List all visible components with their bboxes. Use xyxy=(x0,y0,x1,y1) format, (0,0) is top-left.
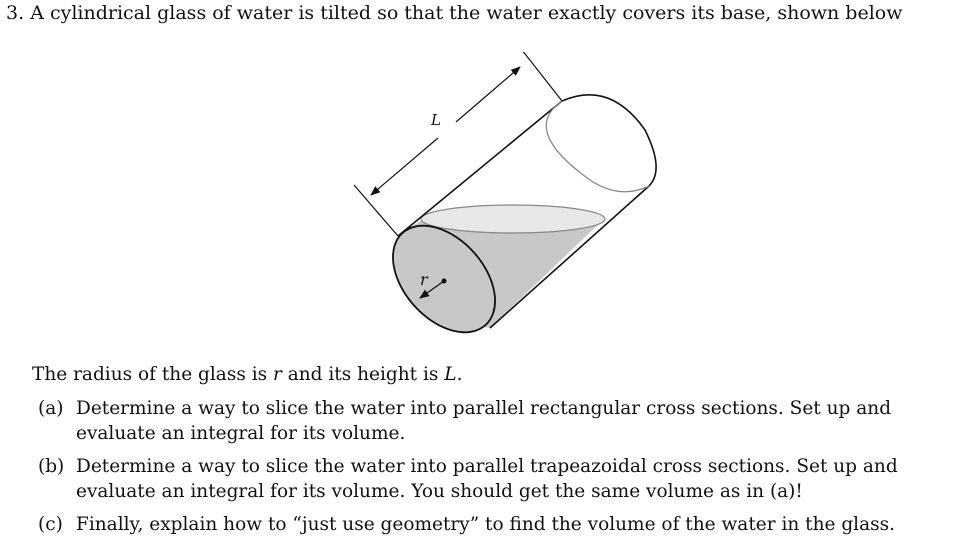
base-center-dot xyxy=(441,278,447,284)
top-opening-back xyxy=(545,100,650,193)
radius-arrow xyxy=(419,280,445,299)
length-arrow-upper xyxy=(455,66,521,123)
length-arrow-lower xyxy=(370,137,439,196)
problem-parts: (a) Determine a way to slice the water i… xyxy=(38,396,976,545)
part-a: (a) Determine a way to slice the water i… xyxy=(38,396,976,446)
r-symbol: r xyxy=(273,364,282,385)
part-a-label: (a) xyxy=(38,398,64,419)
problem-text: A cylindrical glass of water is tilted s… xyxy=(30,2,903,24)
part-b-label: (b) xyxy=(38,456,65,477)
cylinder-upper-edge xyxy=(397,100,563,237)
radius-label: r xyxy=(420,270,429,289)
water-surface xyxy=(420,204,606,234)
L-symbol: L xyxy=(444,364,457,385)
part-b: (b) Determine a way to slice the water i… xyxy=(38,454,976,504)
length-label: L xyxy=(430,111,441,129)
top-opening-front xyxy=(561,94,657,187)
part-a-text: Determine a way to slice the water into … xyxy=(76,398,892,444)
radius-height-description: The radius of the glass is r and its hei… xyxy=(32,364,463,385)
length-extension-bottom xyxy=(353,184,399,237)
problem-statement: 3. A cylindrical glass of water is tilte… xyxy=(6,2,902,24)
cylinder-lower-edge xyxy=(489,185,650,329)
length-extension-top xyxy=(522,52,563,102)
tilted-glass-figure: r L xyxy=(353,52,657,334)
part-b-text: Determine a way to slice the water into … xyxy=(76,456,898,502)
part-c-label: (c) xyxy=(38,514,63,535)
part-c-text: Finally, explain how to “just use geomet… xyxy=(76,514,895,535)
problem-number: 3. xyxy=(6,2,25,24)
part-c: (c) Finally, explain how to “just use ge… xyxy=(38,512,976,537)
